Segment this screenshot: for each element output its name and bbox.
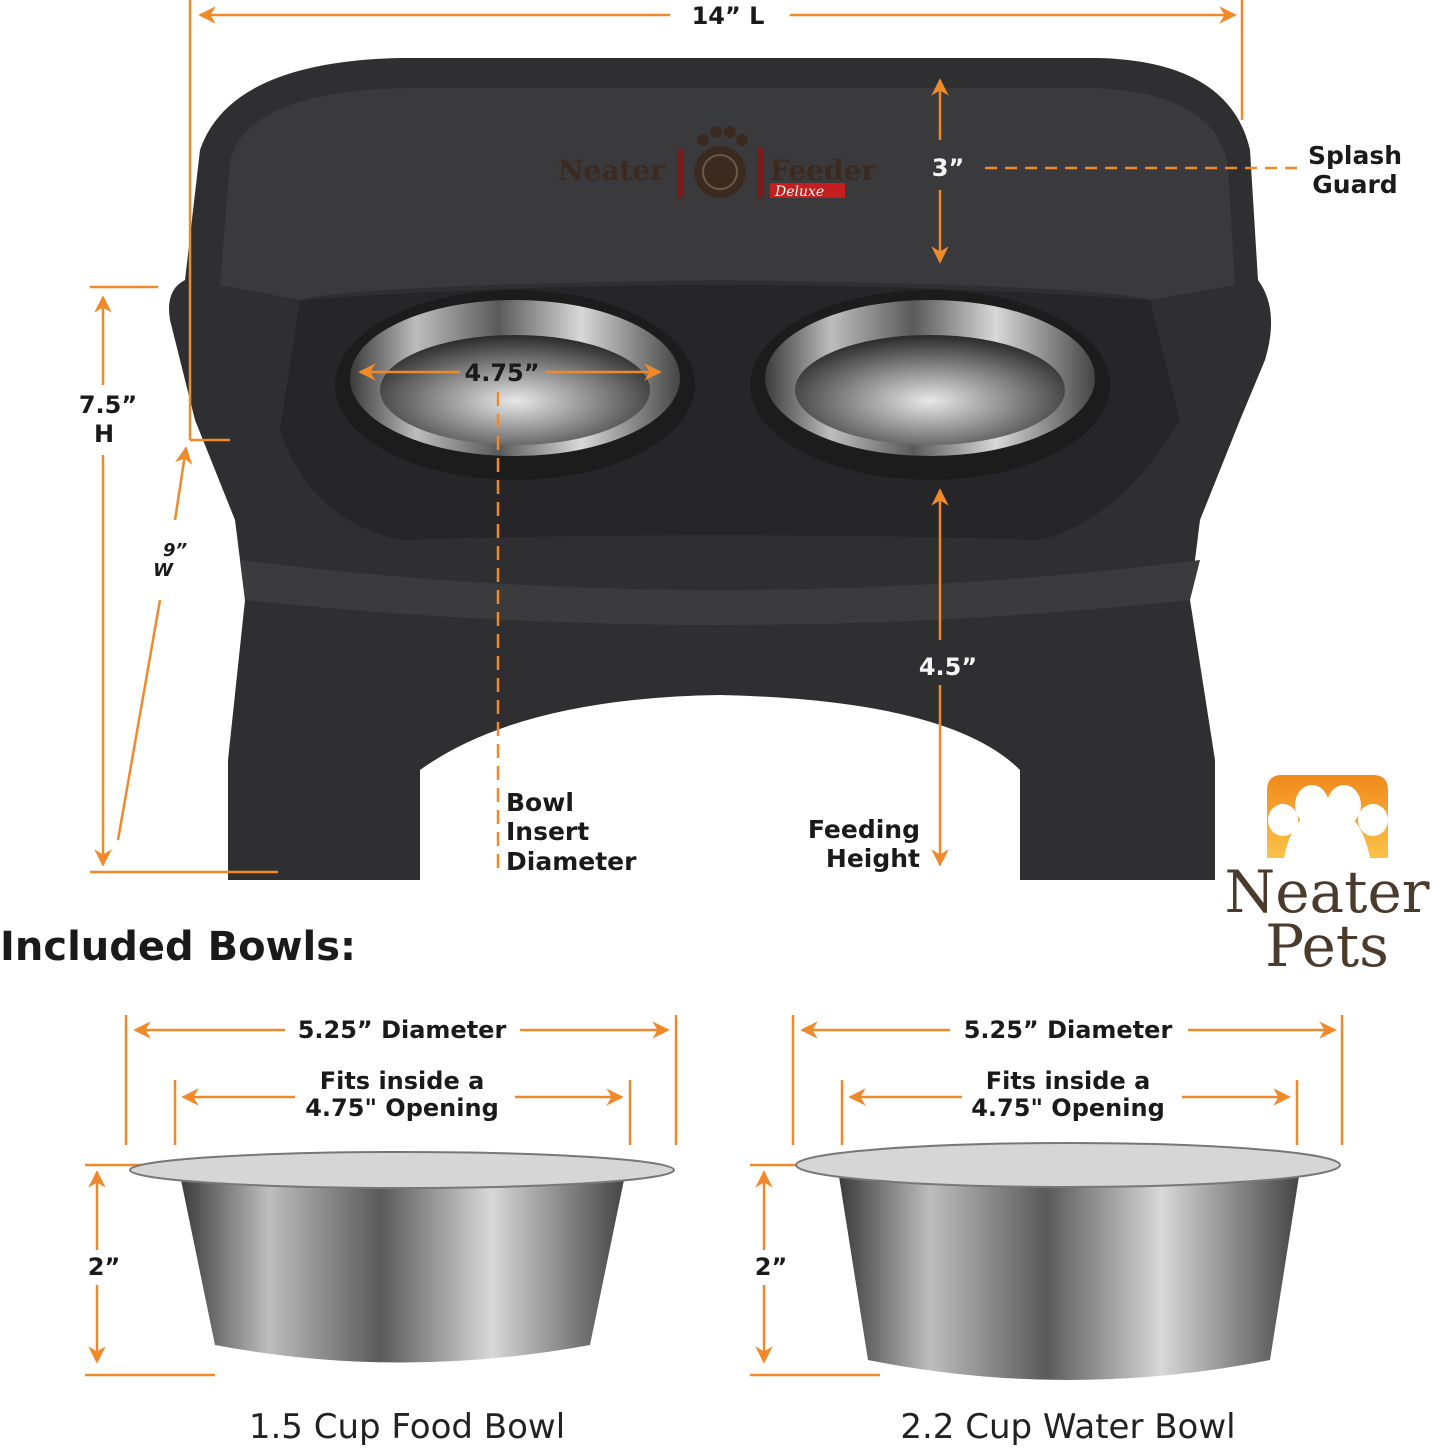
feeder-illustration xyxy=(169,58,1272,880)
water-bowl-diameter-label: 5.25” Diameter xyxy=(964,1016,1173,1044)
food-bowl-diagram: 5.25” Diameter Fits inside a 4.75" Openi… xyxy=(85,1015,678,1447)
food-bowl-diameter-label: 5.25” Diameter xyxy=(298,1016,507,1044)
food-bowl-image xyxy=(180,1175,625,1363)
food-bowl-height-label: 2” xyxy=(88,1253,120,1281)
logo-word-feeder: Feeder xyxy=(770,154,877,187)
dimension-lines xyxy=(90,0,1300,874)
water-bowl-diagram: 5.25” Diameter Fits inside a 4.75" Openi… xyxy=(750,1015,1344,1447)
feeding-height-label-line2: Height xyxy=(826,844,920,873)
food-bowl-fits-line2: 4.75" Opening xyxy=(305,1094,499,1122)
height-unit-label: H xyxy=(94,420,114,448)
bowl-insert-diameter-value: 4.75” xyxy=(465,359,540,387)
water-bowl-fits-line2: 4.75" Opening xyxy=(971,1094,1165,1122)
width-label: 9” xyxy=(163,540,188,561)
splash-guard-label-line2: Guard xyxy=(1312,170,1397,199)
knife-icon xyxy=(757,148,763,198)
feeding-height-value: 4.5” xyxy=(919,653,977,681)
neater-feeder-logo: Neater Feeder Deluxe xyxy=(558,126,877,200)
food-bowl-name: 1.5 Cup Food Bowl xyxy=(249,1407,565,1447)
logo-word-neater: Neater xyxy=(558,154,666,187)
fork-icon xyxy=(677,150,683,198)
bowl-insert-label-line1: Bowl xyxy=(506,788,574,817)
included-bowls-heading: Included Bowls: xyxy=(0,924,356,970)
water-bowl-image xyxy=(838,1170,1300,1380)
water-bowl-fits-line1: Fits inside a xyxy=(986,1067,1151,1095)
bowl-insert-label-line3: Diameter xyxy=(506,847,637,876)
water-bowl-name: 2.2 Cup Water Bowl xyxy=(900,1407,1235,1447)
splash-guard-height-label: 3” xyxy=(932,154,964,182)
feeding-height-label-line1: Feeding xyxy=(808,815,920,844)
logo-word-deluxe: Deluxe xyxy=(774,184,824,200)
brand-name-line1: Neater xyxy=(1224,858,1429,926)
bowl-insert-label-line2: Insert xyxy=(506,817,589,846)
neater-pets-logo: Neater Pets xyxy=(1224,775,1430,980)
length-label: 14” L xyxy=(692,2,765,30)
splash-guard-label-line1: Splash xyxy=(1308,141,1402,170)
height-label: 7.5” xyxy=(79,391,137,419)
plate-icon xyxy=(694,146,746,198)
water-bowl-height-label: 2” xyxy=(755,1253,787,1281)
brand-name-line2: Pets xyxy=(1265,912,1389,980)
food-bowl-fits-line1: Fits inside a xyxy=(320,1067,485,1095)
width-unit-label: W xyxy=(153,560,174,581)
